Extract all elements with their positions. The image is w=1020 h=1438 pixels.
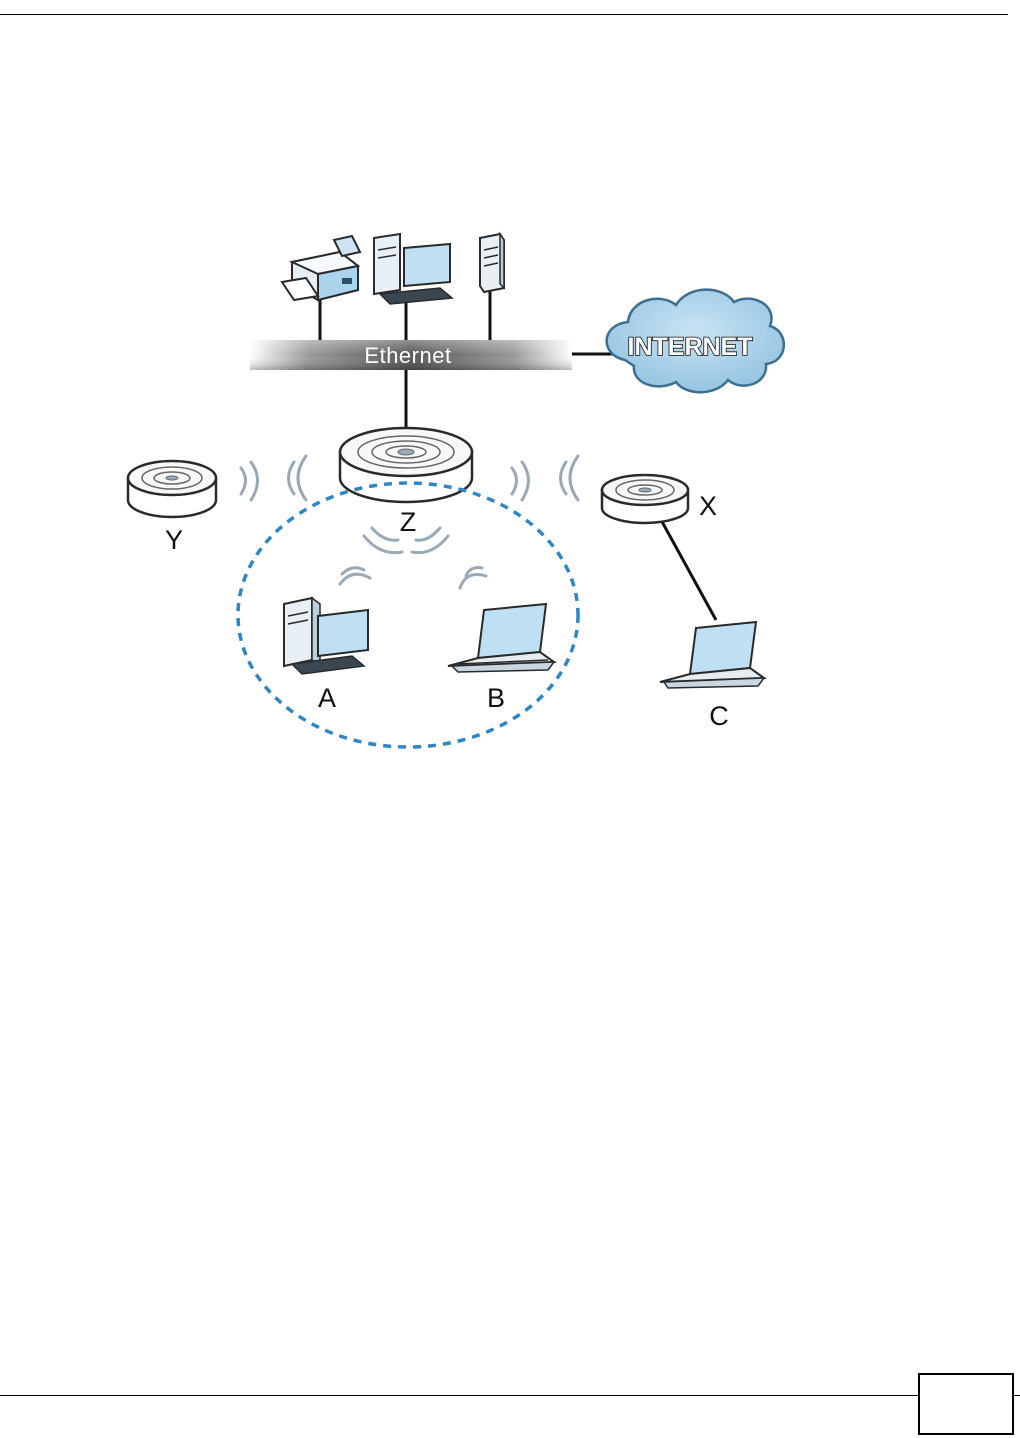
client-c-laptop-icon xyxy=(660,622,764,688)
page-number-box xyxy=(918,1373,1014,1435)
client-b-laptop-icon xyxy=(448,604,554,672)
ethernet-bus: Ethernet xyxy=(250,340,572,370)
ethernet-label: Ethernet xyxy=(364,343,451,368)
label-x: X xyxy=(699,491,717,521)
internet-cloud-icon: INTERNET xyxy=(607,290,784,393)
access-point-y-icon xyxy=(128,461,216,517)
footer-rule xyxy=(0,1395,1020,1396)
access-point-x-icon xyxy=(602,475,688,523)
label-c: C xyxy=(709,701,729,731)
access-point-z-icon xyxy=(340,428,472,502)
label-z: Z xyxy=(400,507,417,537)
label-b: B xyxy=(487,683,505,713)
server-icon xyxy=(480,234,504,292)
printer-icon xyxy=(282,236,360,300)
client-a-desktop-icon xyxy=(284,598,368,674)
label-y: Y xyxy=(165,525,183,555)
desktop-computer-icon xyxy=(374,234,452,304)
internet-label: INTERNET xyxy=(628,333,753,361)
label-a: A xyxy=(318,683,336,713)
